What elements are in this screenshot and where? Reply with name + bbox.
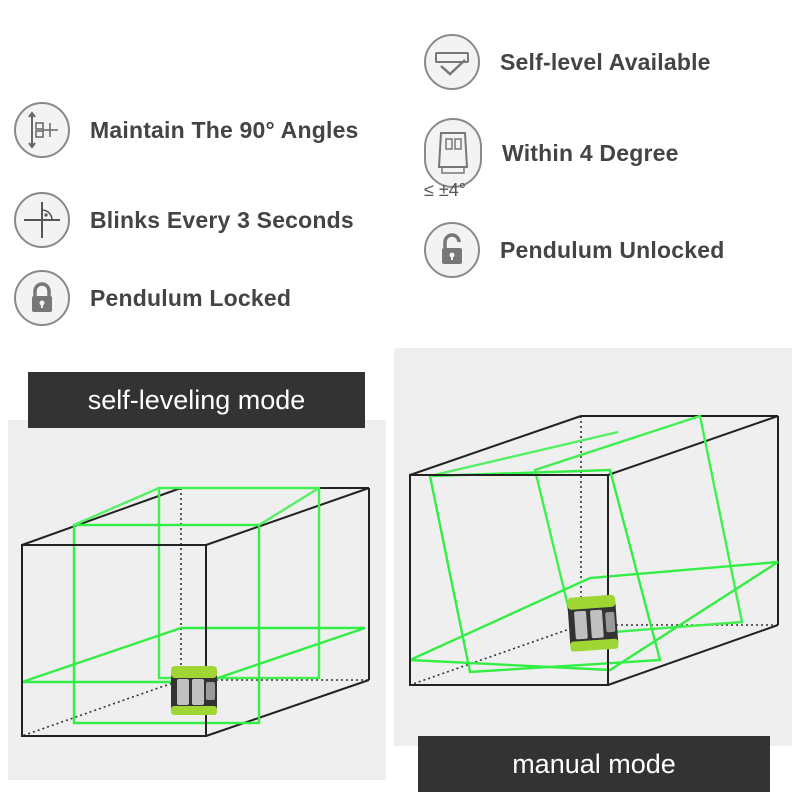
feature-maintain-90-angles: Maintain The 90° Angles: [14, 102, 359, 158]
feature-label: Blinks Every 3 Seconds: [90, 206, 354, 233]
manual-room-front: [409, 474, 609, 686]
feature-pendulum-unlocked: Pendulum Unlocked: [424, 222, 724, 278]
crosshair-blink-icon: [14, 192, 70, 248]
feature-blinks-every-3-seconds: Blinks Every 3 Seconds: [14, 192, 354, 248]
tilt-device-icon: [424, 118, 482, 188]
tilt-range-note: ≤ ±4°: [424, 180, 466, 200]
self-leveling-panel: [8, 420, 386, 780]
self-leveling-mode-label: self-leveling mode: [28, 372, 365, 428]
feature-label: Self-level Available: [500, 48, 711, 75]
feature-label: Within 4 Degree: [502, 139, 679, 166]
manual-mode-label: manual mode: [418, 736, 770, 792]
feature-label: Pendulum Unlocked: [500, 236, 725, 263]
manual-laser-lines: [409, 414, 779, 674]
feature-pendulum-locked: Pendulum Locked: [14, 270, 291, 326]
self-level-icon: [424, 34, 480, 90]
lock-icon: [14, 270, 70, 326]
manual-room: [409, 415, 779, 686]
laser-level-device-left: [171, 666, 217, 715]
feature-self-level-available: Self-level Available: [424, 34, 711, 90]
feature-label: Maintain The 90° Angles: [90, 116, 359, 143]
unlock-icon: [424, 222, 480, 278]
self-leveling-laser-lines: [21, 486, 366, 725]
feature-label: Pendulum Locked: [90, 284, 292, 311]
feature-within-4-degree: Within 4 Degree: [424, 118, 679, 188]
vertical-horizontal-angle-icon: [14, 102, 70, 158]
laser-level-device-right: [567, 594, 619, 652]
self-leveling-room-front: [21, 544, 207, 737]
